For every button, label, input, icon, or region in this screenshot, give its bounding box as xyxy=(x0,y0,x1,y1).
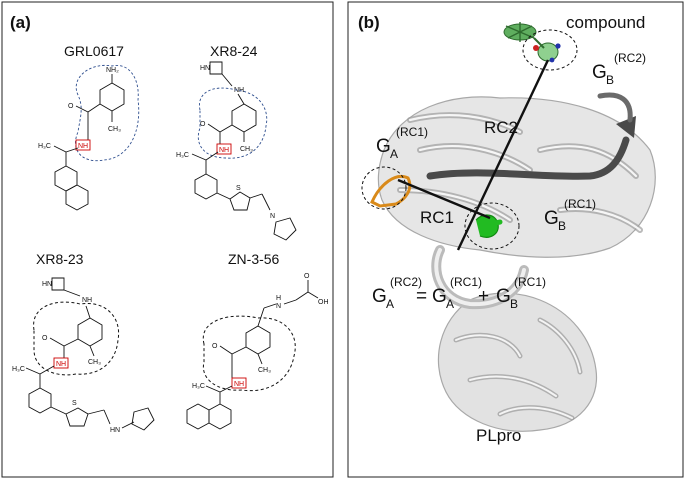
compound-ligand xyxy=(503,22,561,63)
ga-rc1-label: G A (RC1) xyxy=(376,125,428,161)
svg-text:S: S xyxy=(72,400,77,407)
svg-text:B: B xyxy=(606,73,614,87)
svg-text:(RC1): (RC1) xyxy=(514,275,546,289)
rc1-label: RC1 xyxy=(420,208,454,227)
svg-text:NH: NH xyxy=(78,143,88,150)
plpro-ribbon xyxy=(377,92,656,432)
compound-name: XR8-23 xyxy=(36,251,84,267)
svg-text:A: A xyxy=(390,147,398,161)
svg-text:G: G xyxy=(432,286,447,307)
svg-text:HN: HN xyxy=(42,281,52,288)
svg-text:B: B xyxy=(558,219,566,233)
gb-rc2-region xyxy=(522,29,578,71)
pyrrolidine-ring xyxy=(273,217,297,241)
svg-text:+: + xyxy=(478,286,489,307)
binding-region-outline xyxy=(197,87,268,159)
svg-text:H: H xyxy=(276,295,281,302)
svg-text:NH₂: NH₂ xyxy=(106,67,119,74)
free-energy-equation: G A (RC2) = G A (RC1) + G B (RC1) xyxy=(372,275,546,311)
svg-text:CH₃: CH₃ xyxy=(88,359,101,366)
rc1-line xyxy=(397,178,491,220)
compound-name: GRL0617 xyxy=(64,43,124,59)
svg-text:OH: OH xyxy=(318,299,329,306)
rc2-label: RC2 xyxy=(484,118,518,137)
svg-text:CH₃: CH₃ xyxy=(240,146,253,153)
panel-a-frame xyxy=(1,1,334,478)
svg-text:N: N xyxy=(276,303,281,310)
svg-text:(RC2): (RC2) xyxy=(390,275,422,289)
svg-text:HN: HN xyxy=(110,427,120,434)
naphthalene-ring xyxy=(186,403,210,430)
compound-name: ZN-3-56 xyxy=(228,251,280,267)
svg-text:H₃C: H₃C xyxy=(12,366,25,373)
gb-rc1-region xyxy=(464,202,520,250)
svg-text:NH: NH xyxy=(82,297,92,304)
svg-text:(RC1): (RC1) xyxy=(450,275,482,289)
plpro-label: PLpro xyxy=(476,426,521,445)
gb-rc1-label: G B (RC1) xyxy=(544,197,596,233)
svg-text:(RC2): (RC2) xyxy=(614,51,646,65)
thiophene-ring xyxy=(229,191,251,211)
compound-grl0617: GRL0617 NH₂ CH₃ O NH H₃C xyxy=(38,43,140,211)
compound-xr8-23: XR8-23 HN NH CH₃ O NH H₃C S HN xyxy=(12,251,155,434)
svg-text:H₃C: H₃C xyxy=(38,143,51,150)
svg-text:B: B xyxy=(510,297,518,311)
svg-text:CH₃: CH₃ xyxy=(258,367,271,374)
svg-text:G: G xyxy=(372,286,387,307)
svg-text:H₃C: H₃C xyxy=(176,152,189,159)
compound-zn-3-56: ZN-3-56 H N O OH CH₃ O NH H₃C xyxy=(186,251,329,430)
svg-text:NH: NH xyxy=(234,381,244,388)
svg-text:O: O xyxy=(200,121,206,128)
rc2-line xyxy=(456,59,550,251)
svg-text:NH: NH xyxy=(56,361,66,368)
svg-text:O: O xyxy=(68,103,74,110)
svg-text:O: O xyxy=(42,335,48,342)
svg-text:(RC1): (RC1) xyxy=(396,125,428,139)
svg-text:G: G xyxy=(376,136,391,157)
svg-text:NH: NH xyxy=(219,147,229,154)
svg-text:S: S xyxy=(236,185,241,192)
ga-rc1-region xyxy=(361,166,407,210)
panel-b-label: (b) xyxy=(358,13,380,32)
svg-text:A: A xyxy=(446,297,454,311)
binding-region-outline xyxy=(202,315,296,392)
svg-text:=: = xyxy=(416,286,427,307)
svg-text:G: G xyxy=(592,62,607,83)
panel-a-label: (a) xyxy=(10,13,31,32)
svg-text:G: G xyxy=(496,286,511,307)
compound-name: XR8-24 xyxy=(210,43,258,59)
thiophene-ring xyxy=(65,407,89,427)
svg-text:G: G xyxy=(544,208,559,229)
phenyl-ring xyxy=(194,173,218,200)
svg-text:O: O xyxy=(212,343,218,350)
svg-text:NH: NH xyxy=(234,87,244,94)
naphthalene-ring xyxy=(65,184,89,211)
svg-text:O: O xyxy=(304,273,310,280)
compound-label: compound xyxy=(566,13,645,32)
cyclopentyl-ring xyxy=(131,407,155,431)
svg-text:CH₃: CH₃ xyxy=(108,126,121,133)
gb-rc2-label: G B (RC2) xyxy=(592,51,646,87)
binding-region-outline xyxy=(75,64,140,162)
svg-text:N: N xyxy=(270,213,275,220)
bl2-loop xyxy=(370,175,412,208)
svg-text:A: A xyxy=(386,297,394,311)
svg-text:H₃C: H₃C xyxy=(192,383,205,390)
svg-text:HN: HN xyxy=(200,65,210,72)
svg-text:(RC1): (RC1) xyxy=(564,197,596,211)
compound-xr8-24: XR8-24 HN NH CH₃ O NH H₃C S N xyxy=(176,43,297,241)
phenyl-ring xyxy=(28,387,52,414)
